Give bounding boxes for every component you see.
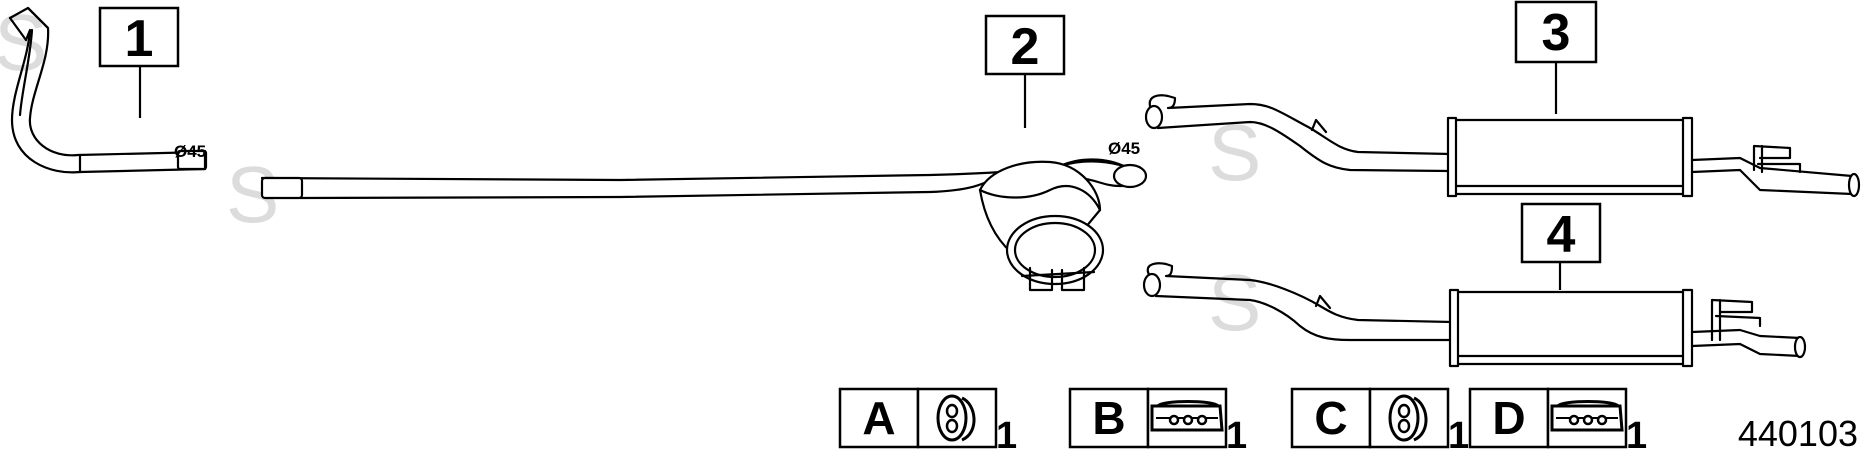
- rubber-ring-hanger-icon: [936, 394, 976, 442]
- accessory-d: D 1: [1468, 387, 1647, 452]
- callout-2: 2: [984, 14, 1066, 76]
- callout-2-label: 2: [1011, 18, 1040, 76]
- part-4-rear-silencer: [1142, 262, 1807, 368]
- callout-3-label: 3: [1542, 4, 1571, 62]
- accessory-a-qty: 1: [996, 415, 1017, 452]
- callout-4-label: 4: [1547, 206, 1576, 264]
- accessory-b: B 1: [1068, 387, 1247, 452]
- accessory-d-letter: D: [1492, 392, 1525, 444]
- pipe-2-diameter: Ø45: [1108, 139, 1140, 158]
- accessory-b-letter: B: [1092, 392, 1125, 444]
- exhaust-gasket-icon: [1550, 400, 1624, 432]
- pipe-1-diameter: Ø45: [174, 142, 206, 161]
- watermark: S: [0, 0, 47, 87]
- callout-4: 4: [1520, 202, 1602, 264]
- accessory-c-qty: 1: [1448, 415, 1469, 452]
- accessory-a: A 1: [838, 387, 1017, 452]
- accessory-a-letter: A: [862, 392, 895, 444]
- watermark: S: [1208, 258, 1261, 347]
- callout-3: 3: [1514, 0, 1598, 64]
- accessory-d-qty: 1: [1626, 415, 1647, 452]
- callout-1-label: 1: [125, 10, 154, 68]
- part-1-front-pipe: [8, 6, 208, 174]
- callout-1: 1: [98, 6, 180, 68]
- accessory-c: C 1: [1290, 387, 1469, 452]
- accessory-c-letter: C: [1314, 392, 1347, 444]
- part-3-rear-silencer: [1144, 94, 1861, 198]
- part-2-intermediate-pipe: [260, 158, 1148, 292]
- accessory-b-qty: 1: [1226, 415, 1247, 452]
- rubber-ring-hanger-icon: [1388, 394, 1428, 442]
- exhaust-gasket-icon: [1150, 400, 1224, 432]
- diagram-reference-number: 440103: [1738, 413, 1858, 452]
